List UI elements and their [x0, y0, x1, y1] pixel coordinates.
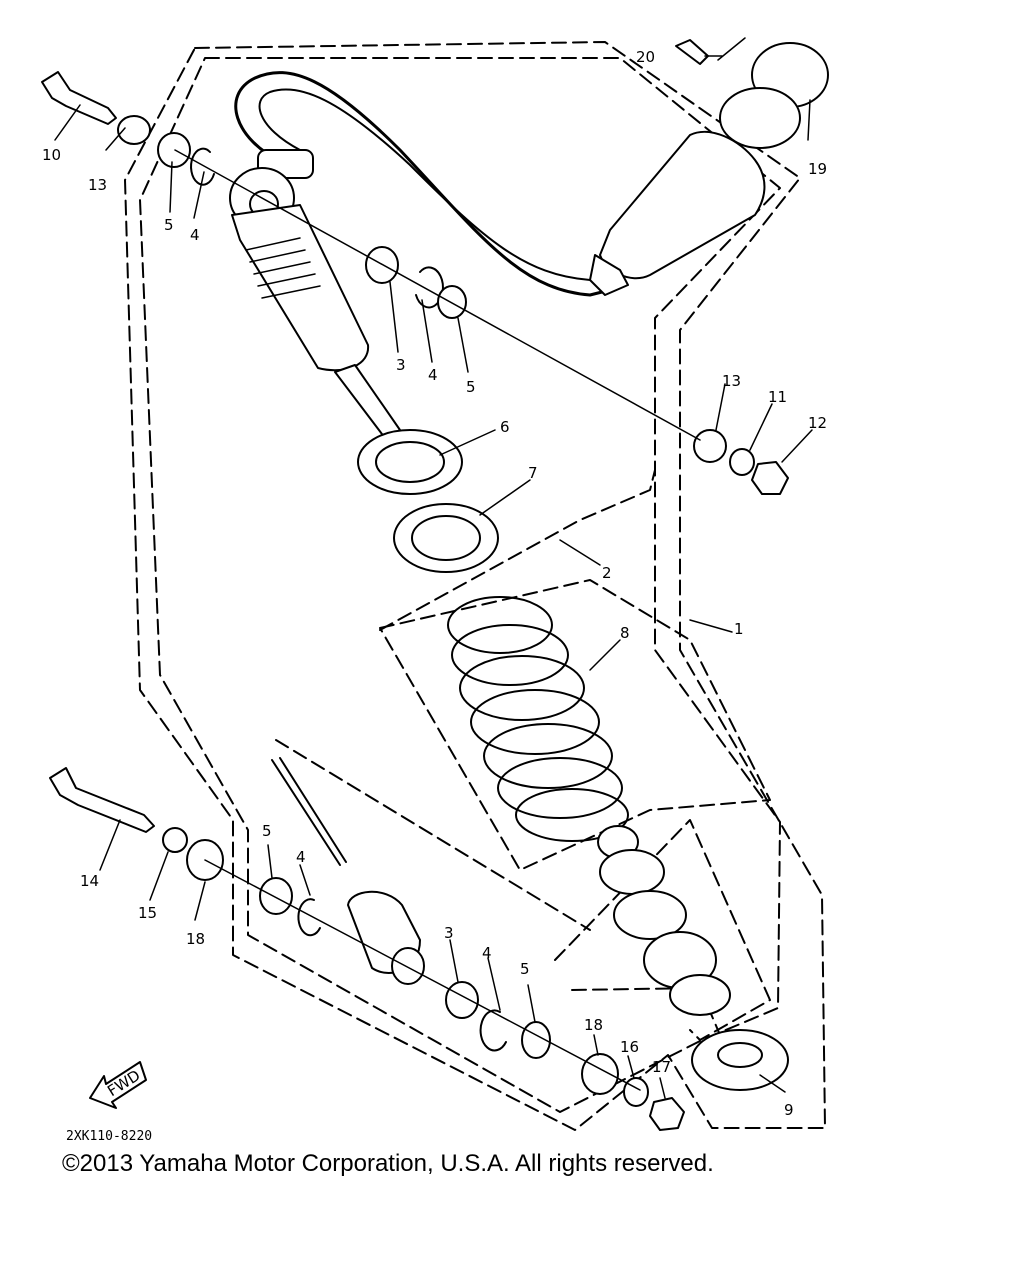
- callout-4-top: 4: [190, 226, 200, 244]
- lower-clevis-eye: [391, 947, 425, 985]
- reservoir-tank: [599, 130, 766, 280]
- nut-17: [649, 1097, 685, 1131]
- spring-adjuster-ring-hole: [375, 441, 445, 483]
- copyright-notice: ©2013 Yamaha Motor Corporation, U.S.A. A…: [62, 1150, 714, 1177]
- callout-4-upper: 4: [428, 366, 438, 384]
- bushing-3-lower: [445, 981, 479, 1019]
- locknut-ring: [393, 503, 499, 573]
- washer-15: [162, 827, 188, 853]
- seal-5-lower-left: [259, 877, 293, 915]
- reservoir-neck: [589, 254, 629, 296]
- callout-6: 6: [500, 418, 510, 436]
- callout-5-upper: 5: [466, 378, 476, 396]
- bolt-14: [49, 767, 155, 833]
- collar-13-right: [693, 429, 727, 463]
- reservoir-bracket-lower: [719, 87, 801, 149]
- callout-8: 8: [620, 624, 630, 642]
- callout-18-right: 18: [584, 1016, 603, 1034]
- leader-lines: [54, 37, 813, 1099]
- bolt-10: [41, 71, 117, 125]
- collar-13-upper: [117, 115, 151, 145]
- callout-11: 11: [768, 388, 787, 406]
- callout-numbers: 1 2 3 3 4 4 4 4 5 5 5 5 6 7 8 9 10 11 12…: [42, 48, 827, 1119]
- lower-spring-seat: [691, 1029, 789, 1091]
- callout-15: 15: [138, 904, 157, 922]
- callout-10: 10: [42, 146, 61, 164]
- callout-9: 9: [784, 1101, 794, 1119]
- callout-16: 16: [620, 1038, 639, 1056]
- callout-2: 2: [602, 564, 612, 582]
- circlip-4-top: [190, 147, 215, 186]
- circlip-4-lower-left: [297, 898, 321, 937]
- bolt-20: [675, 39, 709, 65]
- nut-12: [751, 461, 789, 495]
- callout-5-lower-left: 5: [262, 822, 272, 840]
- callout-18-left: 18: [186, 930, 205, 948]
- washer-11: [729, 448, 755, 476]
- seal-5-upper: [437, 285, 467, 319]
- shock-body: [231, 204, 370, 372]
- diagram-code: 2XK110-8220: [66, 1129, 152, 1140]
- spring-subgroup-boundary: [379, 579, 771, 871]
- callout-13-upper: 13: [88, 176, 107, 194]
- callout-1: 1: [734, 620, 744, 638]
- spring-adjuster-ring: [357, 429, 463, 495]
- lower-parts-subgroup-boundary: [275, 739, 591, 931]
- bump-stop-stack: [597, 825, 731, 1016]
- lower-spring-seat-hole: [717, 1042, 763, 1068]
- lower-axis-line: [204, 859, 641, 1091]
- fwd-arrow-icon: FWD: [89, 1061, 147, 1109]
- callout-3-lower: 3: [444, 924, 454, 942]
- callout-5-lower-right: 5: [520, 960, 530, 978]
- locknut-ring-hole: [411, 515, 481, 561]
- callout-5-top: 5: [164, 216, 174, 234]
- callout-12: 12: [808, 414, 827, 432]
- collar-18-right: [581, 1053, 619, 1095]
- washer-16: [623, 1077, 649, 1107]
- assembly-boundary-outer: [124, 41, 826, 1131]
- rear-shock-exploded-diagram: FWD 1 2 3 3 4 4 4 4 5 5 5 5 6 7 8 9 10 1…: [41, 37, 829, 1140]
- callout-4-lower-left: 4: [296, 848, 306, 866]
- reservoir-hose-inner: [258, 88, 591, 281]
- shock-rod: [334, 364, 401, 439]
- callout-17: 17: [652, 1058, 671, 1076]
- seal-5-top: [157, 132, 191, 168]
- callout-19: 19: [808, 160, 827, 178]
- coil-spring: [447, 596, 629, 842]
- callout-4-lower-right: 4: [482, 944, 492, 962]
- shock-body-threads: [245, 237, 321, 299]
- callout-7: 7: [528, 464, 538, 482]
- callout-13-right: 13: [722, 372, 741, 390]
- reservoir-hose: [234, 71, 612, 297]
- shock-body-subgroup-boundary: [379, 469, 656, 631]
- callout-20: 20: [636, 48, 655, 66]
- callout-3-upper: 3: [396, 356, 406, 374]
- push-rod: [271, 757, 347, 866]
- upper-axis-line: [174, 149, 701, 441]
- callout-14: 14: [80, 872, 99, 890]
